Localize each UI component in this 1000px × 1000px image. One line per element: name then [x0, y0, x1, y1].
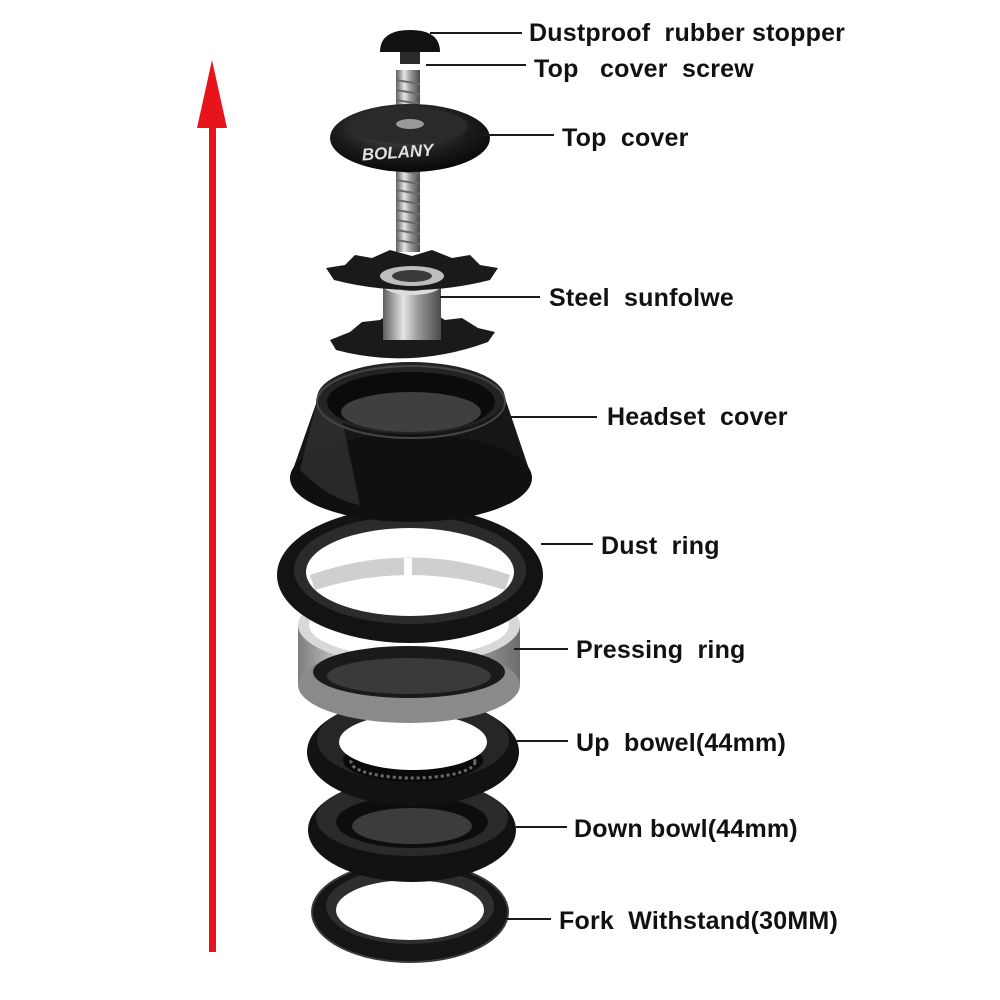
leader-line-top-cover [480, 134, 554, 136]
callout-top-cover-screw: Top cover screw [534, 55, 754, 83]
callout-dust-ring: Dust ring [601, 532, 720, 560]
leader-line-up-bowl [515, 740, 568, 742]
leader-line-screw [426, 64, 526, 66]
fork-withstand-part [311, 861, 509, 963]
leader-line-pressing-ring [514, 648, 568, 650]
callout-fork-withstand: Fork Withstand(30MM) [559, 907, 838, 935]
leader-line-down-bowl [516, 826, 567, 828]
headset-cover-part [290, 362, 532, 522]
callout-down-bowl: Down bowl(44mm) [574, 815, 798, 843]
callout-dustproof-stopper: Dustproof rubber stopper [529, 19, 846, 47]
callout-up-bowl: Up bowel(44mm) [576, 729, 786, 757]
callout-headset-cover: Headset cover [607, 403, 788, 431]
top-cover-part: BOLANY [330, 104, 490, 172]
up-bowl-part [307, 698, 519, 806]
leader-line-dust-ring [541, 543, 593, 545]
dustproof-stopper-part [380, 30, 440, 64]
leader-line-fork [500, 918, 551, 920]
leader-line-stopper [430, 32, 522, 34]
callout-steel-sunflower: Steel sunfolwe [549, 284, 734, 312]
callout-pressing-ring: Pressing ring [576, 636, 746, 664]
leader-line-sunflower [440, 296, 540, 298]
callout-top-cover: Top cover [562, 124, 689, 152]
steel-sunflower-part [326, 250, 498, 359]
leader-line-headset-cover [505, 416, 597, 418]
dust-ring-part [277, 507, 543, 643]
upward-arrow-icon [197, 60, 227, 952]
